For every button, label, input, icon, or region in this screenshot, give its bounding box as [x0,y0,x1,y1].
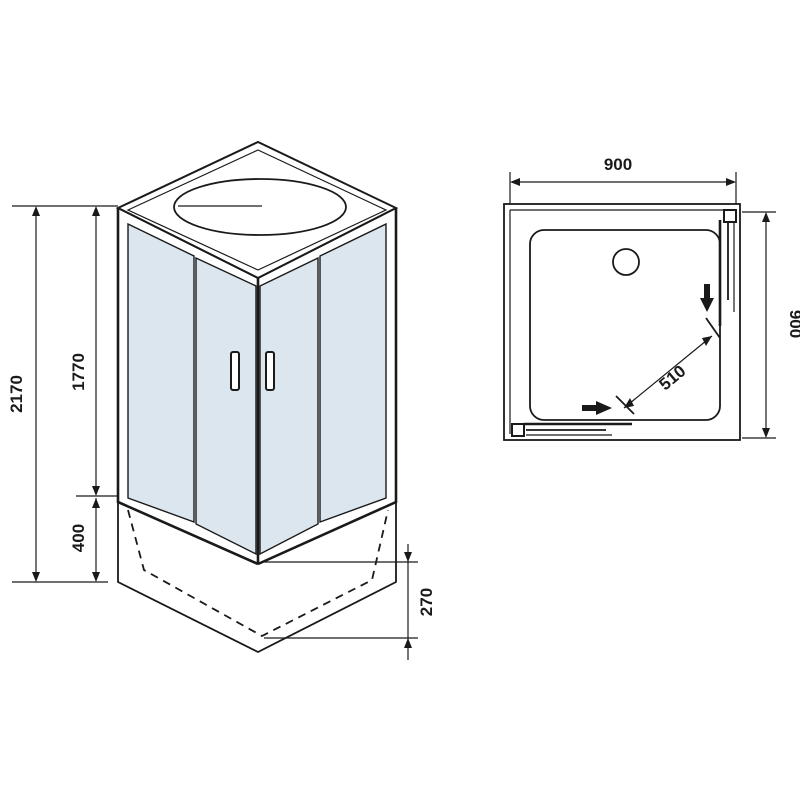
left-glass-panel-outer [127,222,195,523]
total-height-label: 2170 [7,375,26,413]
left-door-handle [230,351,240,391]
right-top-rail [257,207,397,279]
right-door-rails [718,209,737,326]
entry-arrow-right-icon [582,401,612,415]
dimension-entry-width: 510 [615,317,721,415]
plan-depth-label: 900 [786,310,800,338]
tray-outline [117,502,397,654]
right-door-handle [265,351,275,391]
roof-ellipse [173,178,347,236]
tray-height-label: 400 [69,524,88,552]
right-glass-panel-door [259,256,319,556]
cabin-height-label: 1770 [69,353,88,391]
roof-rim [126,149,388,271]
plan-tray-outer [503,203,741,441]
dimension-tray-depth: 270 [264,544,436,660]
right-glass-panel-outer [319,222,387,523]
dimension-plan-width: 900 [509,155,737,204]
dimension-total-height: 2170 [7,205,118,583]
left-glass-panel-door [195,256,257,556]
drain-icon [612,248,640,276]
entry-arrow-down-icon [700,284,714,312]
dimension-tray-height: 400 [69,498,100,582]
perspective-view [115,140,399,654]
entry-width-label: 510 [655,361,689,394]
plan-view: 510 900 900 [503,155,800,441]
bottom-door-rails [511,422,632,437]
dimension-cabin-height: 1770 [69,206,118,497]
plan-width-label: 900 [604,155,632,174]
tray-hidden-edge [127,509,389,638]
tray-depth-label: 270 [417,588,436,616]
left-top-rail [117,207,259,279]
plan-basin [529,229,721,421]
dimension-plan-depth: 900 [742,211,800,439]
